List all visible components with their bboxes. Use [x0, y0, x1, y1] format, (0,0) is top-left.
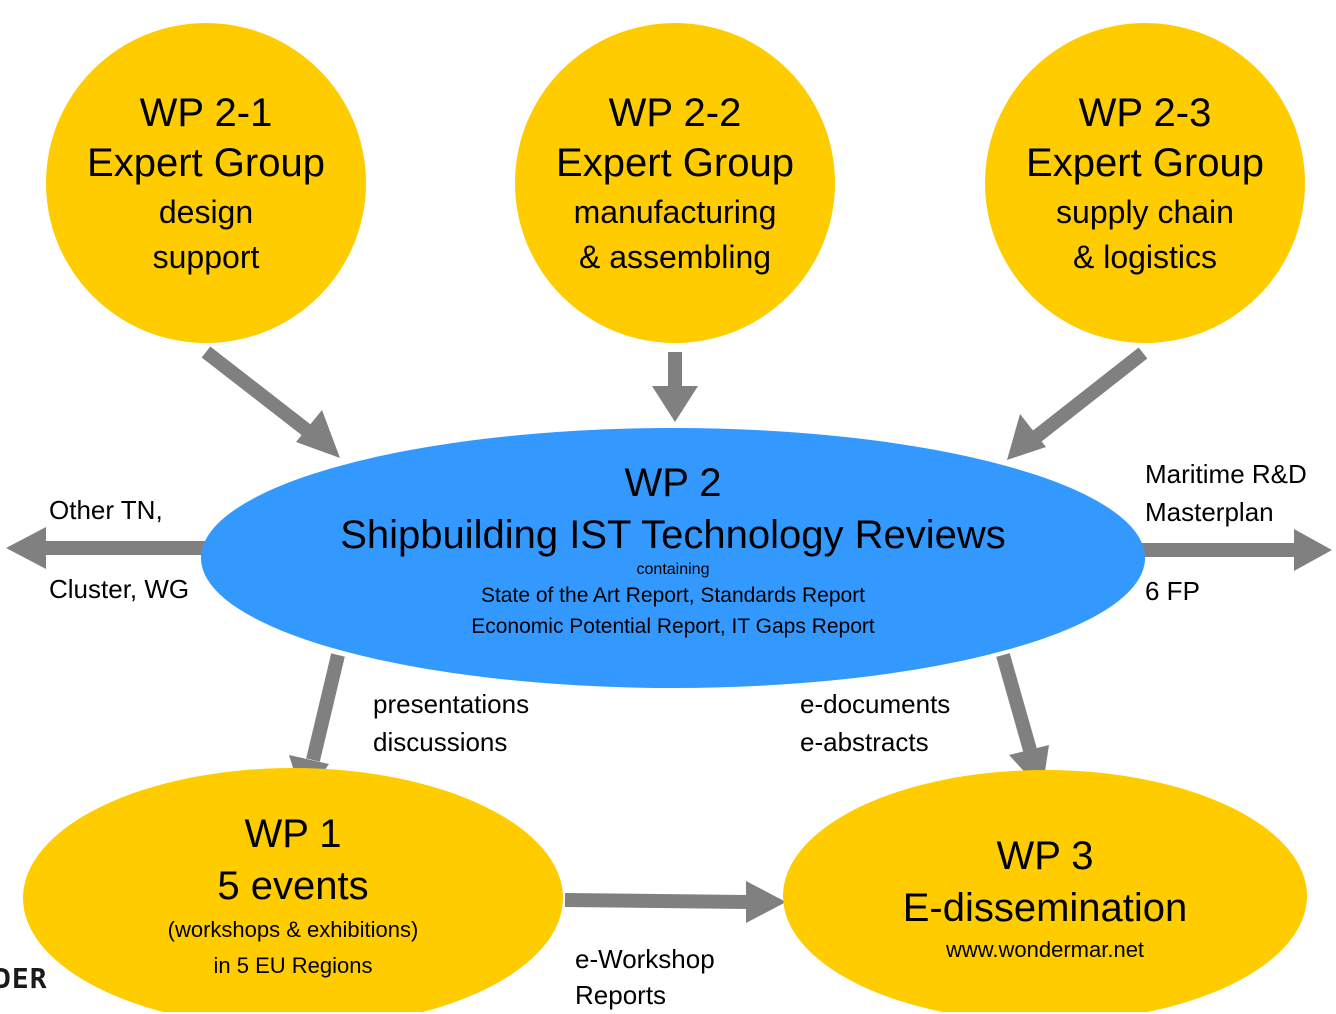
wp21-circle: [46, 23, 366, 343]
arrowhead-wp1-to-wp3: [746, 881, 786, 923]
arrow-wp1-to-wp3: [564, 893, 749, 909]
arrow-wp23-to-wp2: [1031, 347, 1148, 443]
label-masterplan: Masterplan: [1145, 497, 1274, 527]
arrowhead-wp2-to-right: [1294, 529, 1332, 571]
wp3-ellipse: [783, 770, 1307, 1012]
label-reports: Reports: [575, 980, 667, 1010]
label-maritime-rd: Maritime R&D: [1145, 459, 1307, 489]
wp1-ellipse: [23, 768, 563, 1012]
arrowhead-wp22-to-wp2: [652, 386, 698, 422]
arrows: [6, 346, 1332, 923]
label-cluster-wg: Cluster, WG: [49, 574, 190, 604]
arrow-wp2-to-wp3: [996, 653, 1037, 752]
arrowhead-wp2-to-left: [6, 527, 46, 569]
label-6fp: 6 FP: [1145, 576, 1200, 606]
label-presentations: presentations: [373, 689, 530, 719]
arrow-wp21-to-wp2: [201, 346, 323, 445]
wp23-circle: [985, 23, 1305, 343]
label-e-workshop: e-Workshop: [575, 944, 715, 974]
label-discussions: discussions: [373, 727, 508, 757]
logo-partial: DER: [0, 962, 48, 995]
arrow-wp2-to-wp1: [306, 653, 345, 762]
label-e-abstracts: e-abstracts: [800, 727, 929, 757]
arrowhead-wp21-to-wp2: [296, 410, 340, 458]
arrowhead-wp23-to-wp2: [1007, 414, 1046, 460]
label-e-documents: e-documents: [800, 689, 951, 719]
wp22-circle: [515, 23, 835, 343]
label-other-tn: Other TN,: [49, 495, 163, 525]
wp2-ellipse: [201, 428, 1145, 688]
